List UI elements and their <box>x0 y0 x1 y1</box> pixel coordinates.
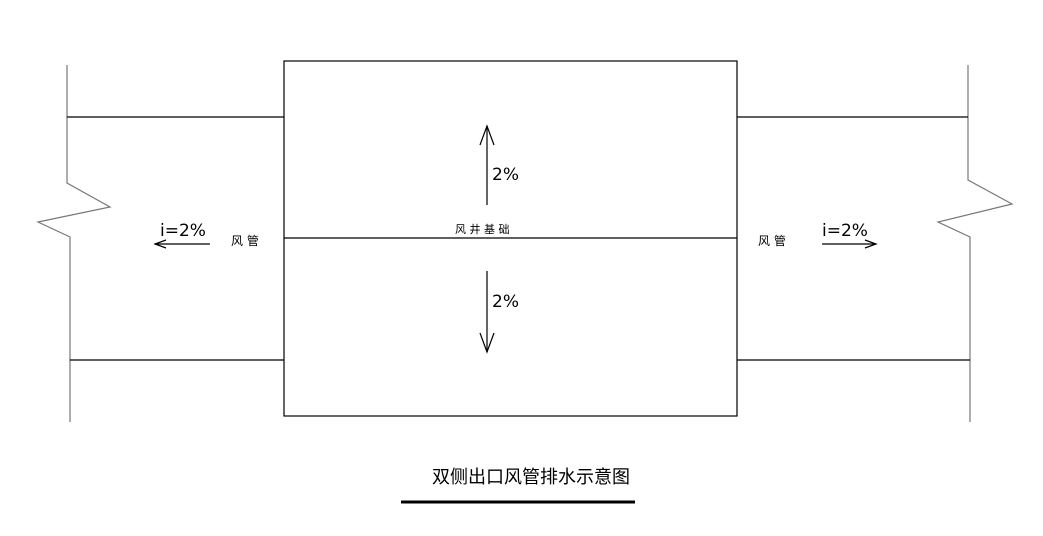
diagram-title: 双侧出口风管排水示意图 <box>432 467 630 488</box>
left-arrow <box>153 239 210 249</box>
left-wall-break-line <box>36 65 112 422</box>
left-slope-label: i=2% <box>160 221 206 241</box>
left-duct-label: 风 管 <box>231 233 259 248</box>
right-duct-label: 风 管 <box>758 233 786 248</box>
shaft-foundation-label: 风 井 基 础 <box>455 222 510 236</box>
right-wall-break-line <box>936 65 1014 422</box>
down-slope-label: 2% <box>492 292 519 312</box>
up-arrow <box>479 124 495 205</box>
down-arrow <box>479 271 495 354</box>
up-slope-label: 2% <box>492 165 519 185</box>
right-arrow <box>822 239 878 249</box>
right-slope-label: i=2% <box>822 221 868 241</box>
